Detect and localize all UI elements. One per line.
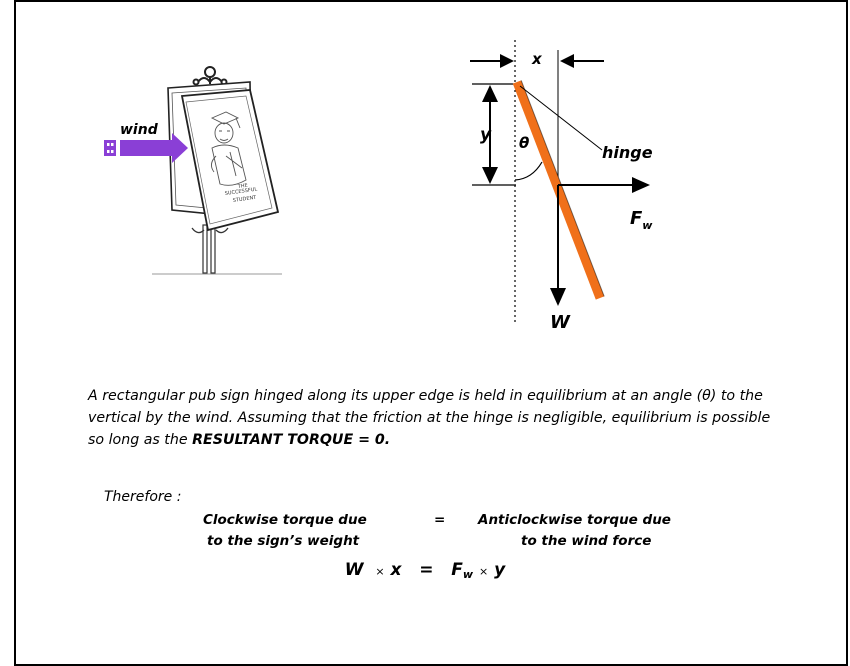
wind-force-arrow bbox=[558, 177, 650, 193]
anticlockwise-line2: to the wind force bbox=[521, 533, 652, 549]
therefore-label: Therefore : bbox=[104, 489, 182, 505]
anticlockwise-line1: Anticlockwise torque due bbox=[478, 512, 671, 528]
slide-frame bbox=[14, 0, 848, 666]
post-right bbox=[210, 224, 216, 274]
hinge-label: hinge bbox=[602, 143, 653, 162]
sign-text-line1: THE bbox=[236, 183, 248, 190]
x-dimension-arrows bbox=[470, 54, 604, 68]
sign-text-line2: SUCCESSFUL bbox=[224, 186, 257, 197]
resultant-torque-emphasis: RESULTANT TORQUE = 0. bbox=[192, 432, 391, 448]
equals-sign: = bbox=[434, 512, 446, 528]
wind-label: wind bbox=[120, 122, 159, 138]
y-label: y bbox=[480, 125, 492, 145]
post-left bbox=[202, 224, 208, 274]
fw-label: Fw bbox=[630, 208, 653, 232]
torque-diagram: x y θ hinge Fw W bbox=[470, 40, 653, 333]
weight-label: W bbox=[550, 312, 571, 333]
pub-sign-illustration: THE SUCCESSFUL STUDENT wind bbox=[104, 66, 282, 275]
hinge-pointer bbox=[519, 85, 603, 151]
clockwise-line1: Clockwise torque due bbox=[203, 512, 367, 528]
final-equation: W × x = Fw × y bbox=[344, 560, 506, 581]
sign-panel bbox=[180, 89, 280, 232]
sign-text-line3: STUDENT bbox=[232, 195, 257, 204]
clockwise-line2: to the sign’s weight bbox=[207, 533, 360, 549]
sign-ornament bbox=[192, 66, 228, 86]
theta-label: θ bbox=[519, 134, 529, 152]
y-dimension-arrow bbox=[482, 85, 498, 184]
x-label: x bbox=[531, 50, 543, 68]
theta-arc bbox=[514, 161, 543, 181]
graduate-figure-icon bbox=[210, 111, 247, 186]
weight-arrow bbox=[550, 185, 566, 306]
description-paragraph: A rectangular pub sign hinged along its … bbox=[88, 388, 771, 448]
wind-arrow bbox=[104, 133, 188, 163]
